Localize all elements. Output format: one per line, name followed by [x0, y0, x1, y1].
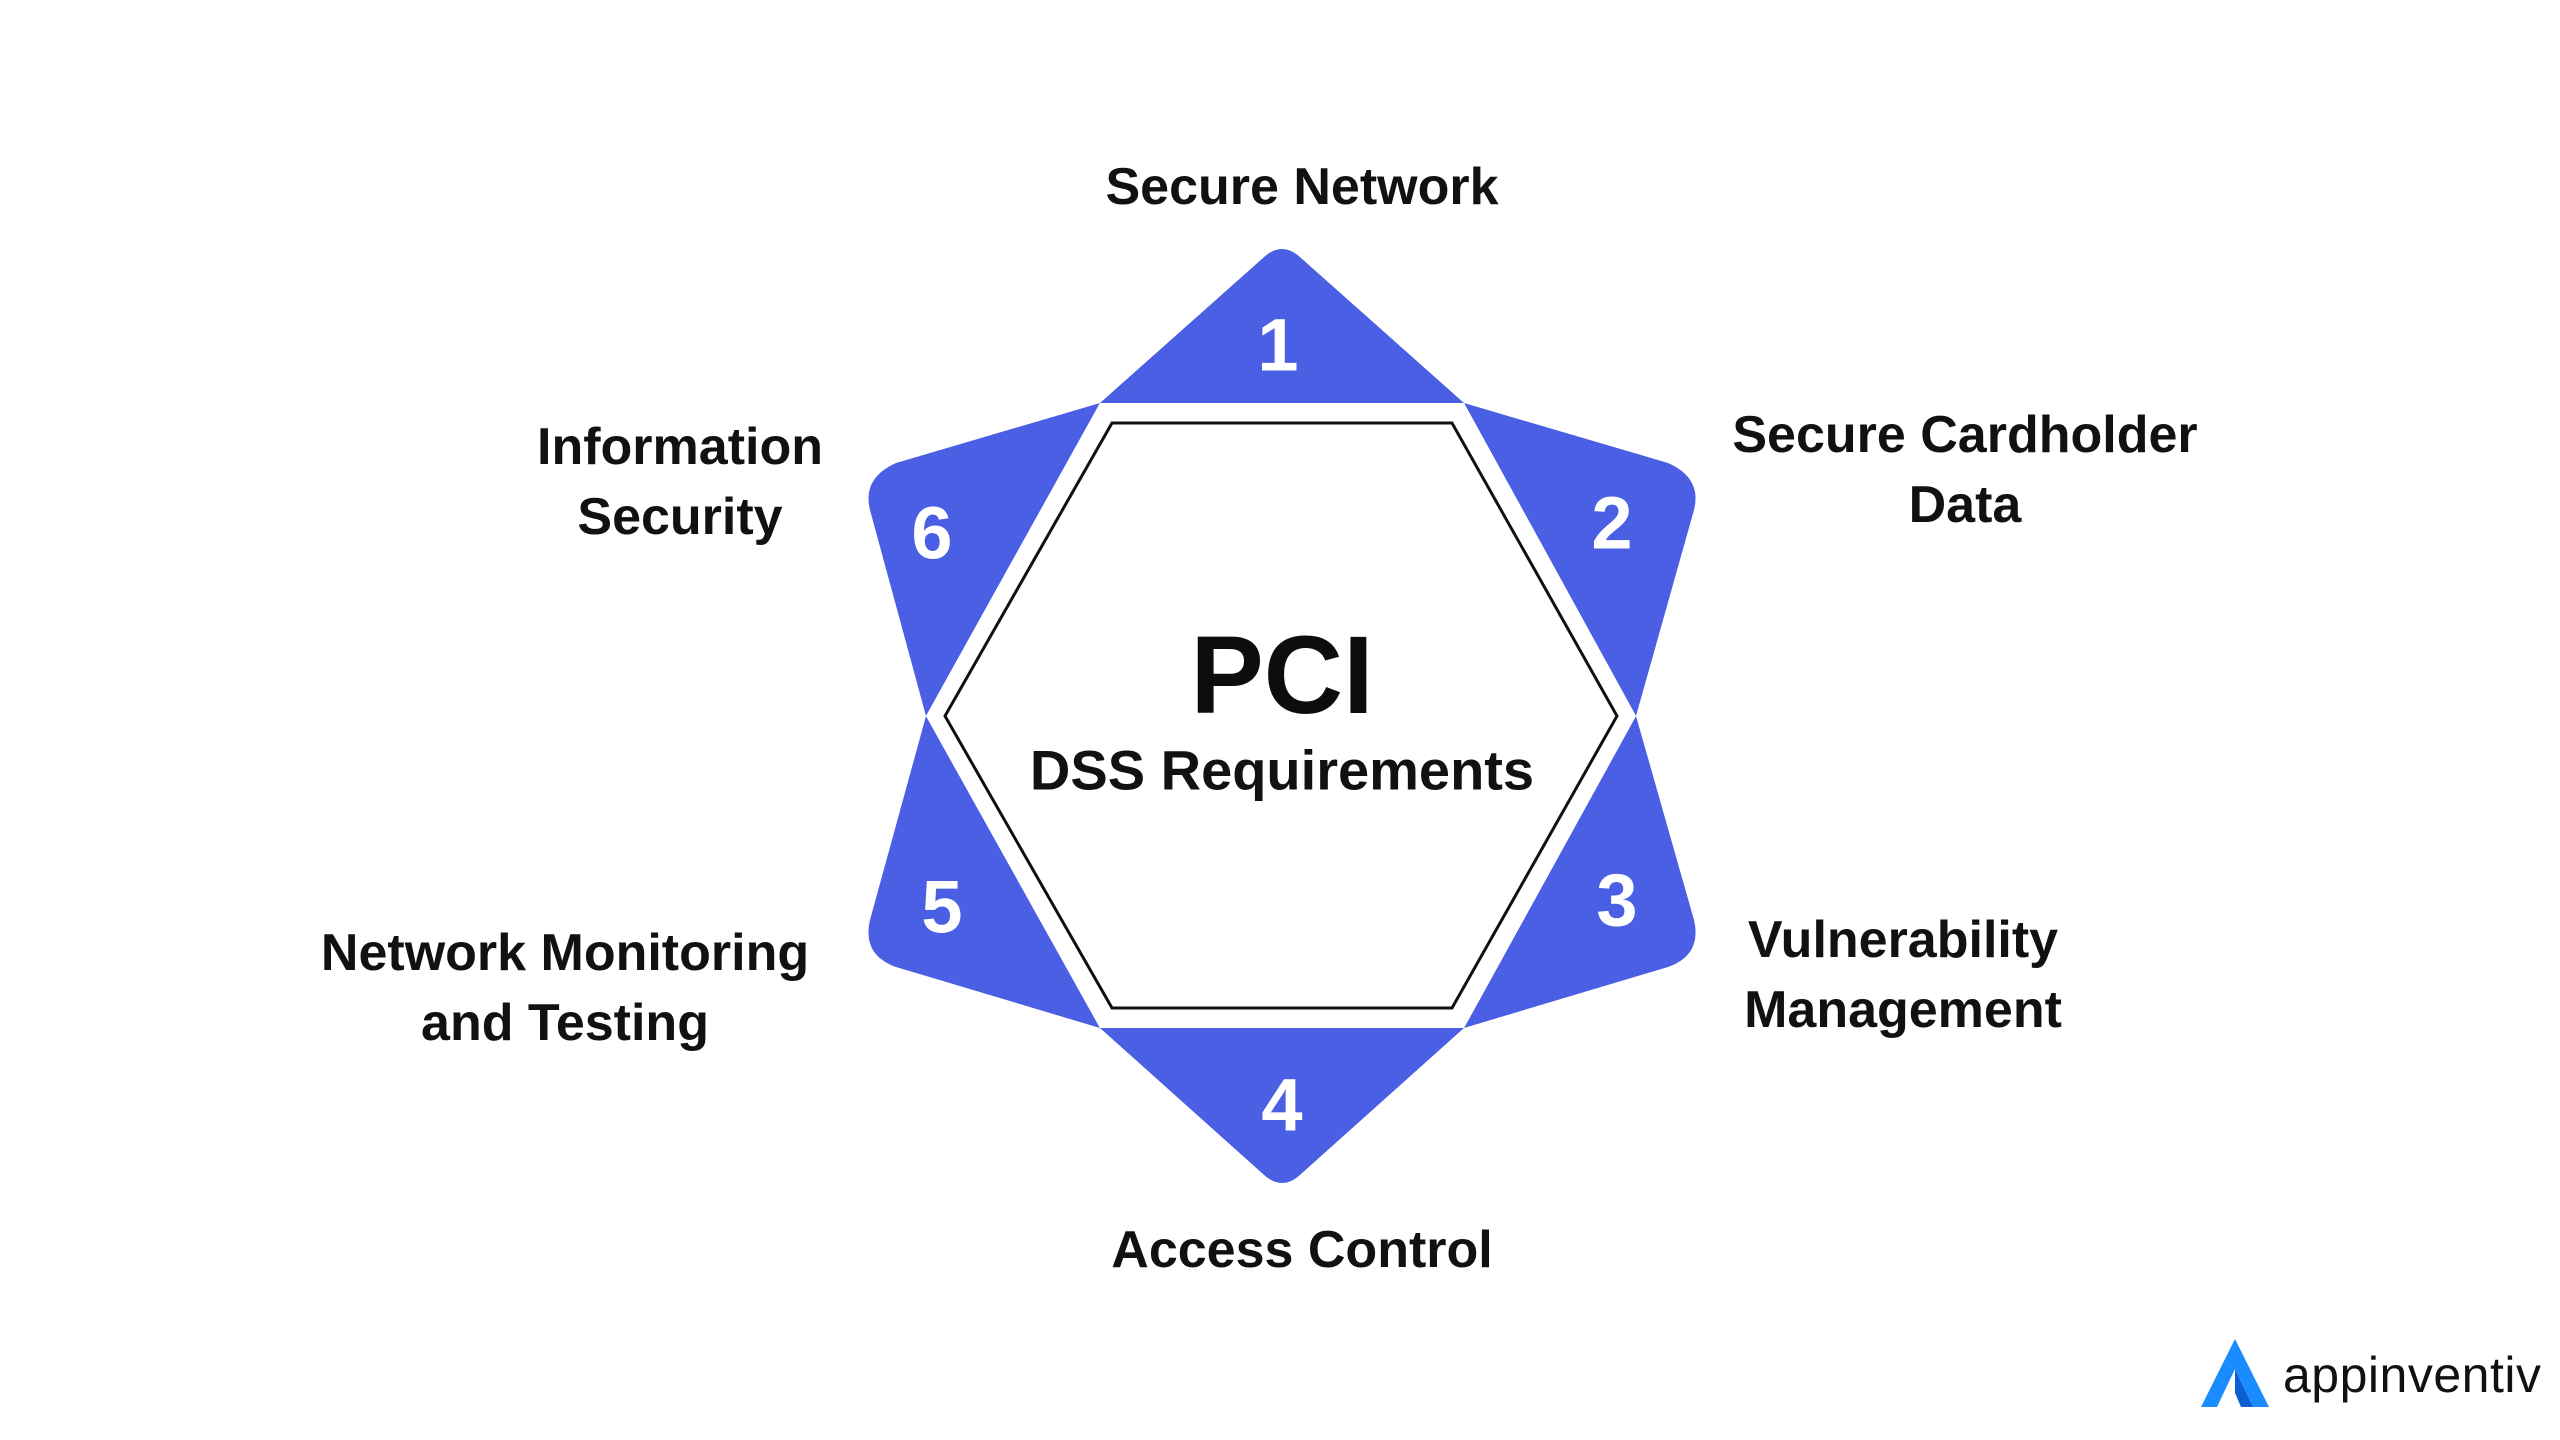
requirement-5-label: Network Monitoring and Testing [321, 918, 809, 1058]
requirement-5-label-line-2: and Testing [421, 994, 709, 1052]
center-title: PCI [1190, 614, 1374, 737]
requirement-4-number: 4 [1261, 1063, 1303, 1147]
point-4-shape [1100, 1028, 1464, 1183]
center-subtitle: DSS Requirements [1029, 738, 1535, 802]
requirement-6-label-line-1: Information [537, 418, 823, 476]
requirement-3-label: Vulnerability Management [1744, 905, 2062, 1045]
requirement-4-label: Access Control [1111, 1215, 1492, 1285]
point-6-shape [868, 403, 1100, 716]
point-2-shape [1464, 403, 1696, 716]
logo-text: appinventiv [2283, 1347, 2542, 1403]
appinventiv-logo-icon [2201, 1339, 2269, 1407]
requirement-1-number: 1 [1257, 303, 1299, 387]
requirement-2-label-line-1: Secure Cardholder [1732, 406, 2198, 464]
point-3-shape [1464, 716, 1696, 1028]
hexagon-inner-outline [943, 421, 1619, 1010]
requirement-3-label-line-2: Management [1744, 981, 2062, 1039]
requirement-3-number: 3 [1596, 858, 1638, 942]
appinventiv-logo: appinventiv [2195, 1330, 2541, 1420]
requirement-6-label-line-2: Security [577, 488, 783, 546]
requirement-5-number: 5 [921, 865, 963, 949]
point-5-shape [868, 716, 1100, 1028]
requirement-2-number: 2 [1591, 481, 1633, 565]
requirement-6-number: 6 [911, 491, 953, 575]
requirement-3-label-line-1: Vulnerability [1747, 911, 2059, 969]
requirement-1-label: Secure Network [1105, 152, 1498, 222]
requirement-2-label: Secure Cardholder Data [1732, 400, 2197, 540]
requirement-4-label-line-1: Access Control [1111, 1221, 1493, 1279]
requirement-5-label-line-1: Network Monitoring [320, 924, 810, 982]
requirement-1-label-line-1: Secure Network [1105, 158, 1499, 216]
point-1-shape [1100, 249, 1464, 403]
requirement-6-label: Information Security [537, 412, 823, 552]
requirement-2-label-line-2: Data [1908, 476, 2022, 534]
